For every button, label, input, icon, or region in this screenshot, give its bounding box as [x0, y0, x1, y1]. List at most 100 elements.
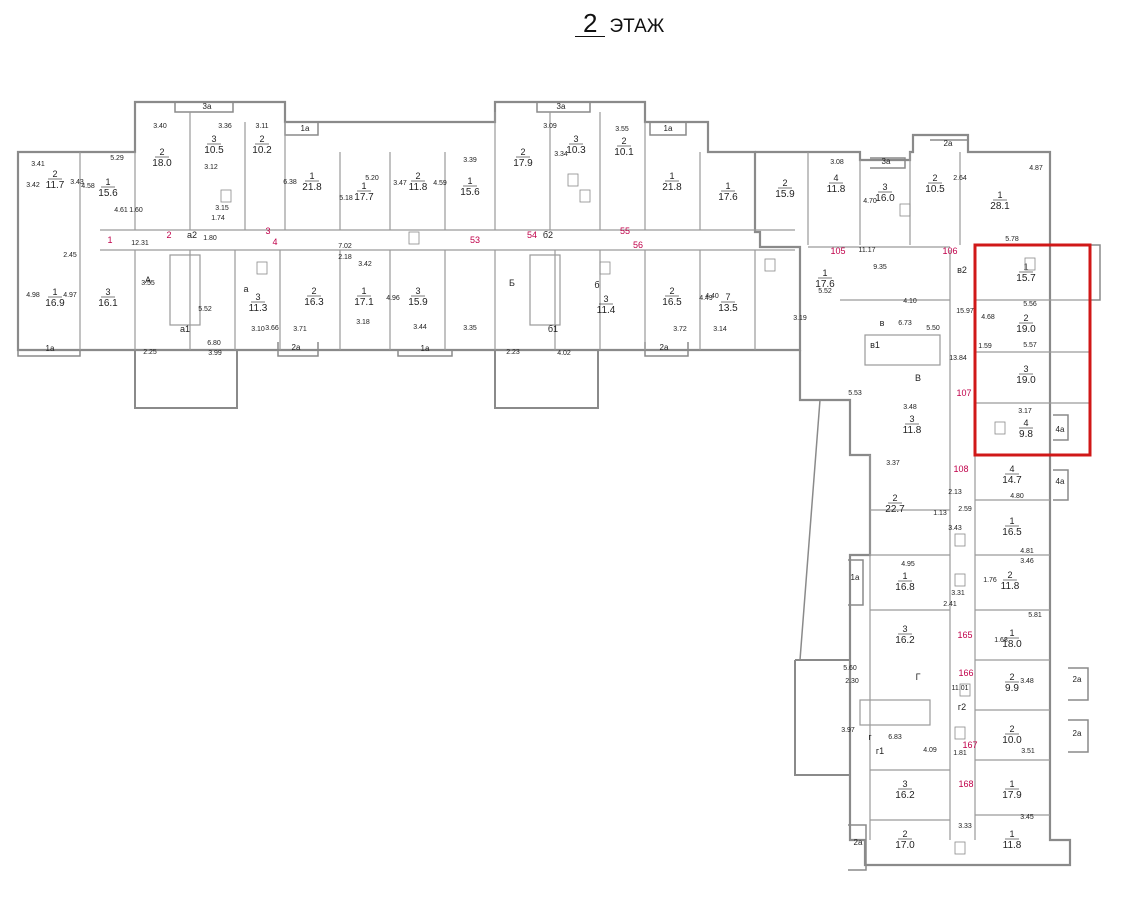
room-label: 316.2 — [895, 624, 915, 646]
room-label: 211.7 — [46, 169, 65, 191]
room-number: 1 — [822, 268, 827, 278]
room-number: 3 — [415, 286, 420, 296]
room-label: 116.5 — [1002, 516, 1022, 538]
room-label: 115.7 — [1016, 262, 1036, 284]
corridor-mark: 55 — [620, 226, 630, 236]
room-number: 1 — [361, 286, 366, 296]
walls — [16, 100, 1101, 871]
dimension-label: 3.08 — [830, 159, 844, 166]
balcony-label: 2a — [1073, 729, 1082, 738]
room-number: 2 — [259, 134, 264, 144]
room-number: 1 — [105, 177, 110, 187]
dimension-label: 4.58 — [81, 183, 95, 190]
dimension-label: 4.98 — [26, 292, 40, 299]
room-label: 311.8 — [903, 414, 922, 436]
room-number: 4 — [1009, 464, 1014, 474]
room-label: 315.9 — [408, 286, 428, 308]
room-label: 310.5 — [204, 134, 224, 156]
dimension-label: 4.95 — [901, 561, 915, 568]
room-area: 9.9 — [1005, 683, 1019, 694]
partitions-right-top — [807, 152, 961, 301]
dimension-label: 15.97 — [956, 308, 974, 315]
room-number: 2 — [1007, 570, 1012, 580]
dimension-label: 2.45 — [63, 252, 77, 259]
dimension-label: 2.64 — [953, 175, 967, 182]
wall-left-bay-1 — [134, 350, 238, 409]
room-area: 11.8 — [827, 184, 846, 195]
dimension-label: 4.10 — [903, 298, 917, 305]
dimension-label: 1.81 — [953, 750, 967, 757]
dimension-label: 3.36 — [218, 123, 232, 130]
dimension-label: 3.42 — [26, 182, 40, 189]
dimension-label: 12.31 — [131, 240, 149, 247]
corridor-mark: 54 — [527, 230, 537, 240]
balcony-label: 4a — [1056, 425, 1065, 434]
room-area: 16.2 — [895, 790, 915, 801]
dimension-label: 1.60 — [129, 207, 143, 214]
stair-G — [859, 699, 931, 726]
dimension-label: 1.13 — [933, 510, 947, 517]
partitions — [79, 112, 1090, 840]
room-label: 210.1 — [614, 136, 634, 158]
dimension-label: 3.48 — [1020, 678, 1034, 685]
room-area: 16.1 — [98, 298, 118, 309]
dimension-label: 5.81 — [1028, 612, 1042, 619]
wall-balcony-4a-1 — [1053, 414, 1069, 441]
room-label: 117.6 — [718, 181, 738, 203]
room-label: 217.9 — [513, 147, 533, 169]
room-label: 117.9 — [1002, 779, 1022, 801]
corridor-mark: 167 — [962, 740, 977, 750]
dimension-label: 5.57 — [1023, 342, 1037, 349]
room-label: 128.1 — [990, 190, 1010, 212]
bath-fixture — [408, 231, 420, 245]
dimension-label: 3.55 — [141, 280, 155, 287]
room-number: 3 — [603, 294, 608, 304]
room-number: 3 — [211, 134, 216, 144]
room-area: 15.9 — [775, 189, 795, 200]
room-label: 219.0 — [1016, 313, 1036, 335]
room-number: 1 — [309, 171, 314, 181]
room-label: 216.5 — [662, 286, 682, 308]
bath-fixture — [954, 573, 966, 587]
zone-label: в — [880, 318, 885, 328]
room-area: 10.5 — [204, 145, 224, 156]
corridor-mark: 108 — [953, 464, 968, 474]
room-number: 2 — [932, 173, 937, 183]
wall-balcony-2a-r3 — [848, 824, 867, 871]
dimension-label: 4.87 — [1029, 165, 1043, 172]
wall-stair-lobby — [794, 659, 850, 776]
zone-label: а1 — [180, 324, 190, 334]
dimension-label: 5.20 — [365, 175, 379, 182]
corridor-mark: 2 — [166, 230, 171, 240]
balcony-label: 1a — [46, 344, 55, 353]
zone-label: в1 — [870, 340, 880, 350]
dimension-label: 4.70 — [863, 198, 877, 205]
room-label: 222.7 — [885, 493, 905, 515]
room-label: 414.7 — [1002, 464, 1022, 486]
room-label: 316.0 — [875, 182, 895, 204]
balcony-label: 1a — [301, 124, 310, 133]
room-area: 16.8 — [895, 582, 915, 593]
room-number: 2 — [159, 147, 164, 157]
zone-label: б1 — [548, 324, 558, 334]
room-number: 1 — [1009, 628, 1014, 638]
dimension-label: 3.39 — [463, 157, 477, 164]
room-area: 10.2 — [252, 145, 272, 156]
dimension-label: 4.61 — [114, 207, 128, 214]
room-area: 16.9 — [45, 298, 65, 309]
dimension-label: 11.17 — [859, 247, 876, 254]
dimension-label: 3.43 — [70, 179, 84, 186]
room-area: 15.9 — [408, 297, 428, 308]
balcony-label: 1a — [421, 344, 430, 353]
room-area: 11.8 — [1003, 840, 1022, 851]
room-label: 411.8 — [827, 173, 846, 195]
dimension-label: 5.50 — [926, 325, 940, 332]
room-label: 121.8 — [302, 171, 322, 193]
wall-right-extension — [1090, 244, 1101, 301]
partitions-left-1 — [79, 112, 701, 350]
room-area: 9.8 — [1019, 429, 1033, 440]
room-area: 13.5 — [718, 303, 738, 314]
zone-label: в2 — [957, 265, 967, 275]
highlighted-apartment-outline — [973, 243, 1092, 457]
